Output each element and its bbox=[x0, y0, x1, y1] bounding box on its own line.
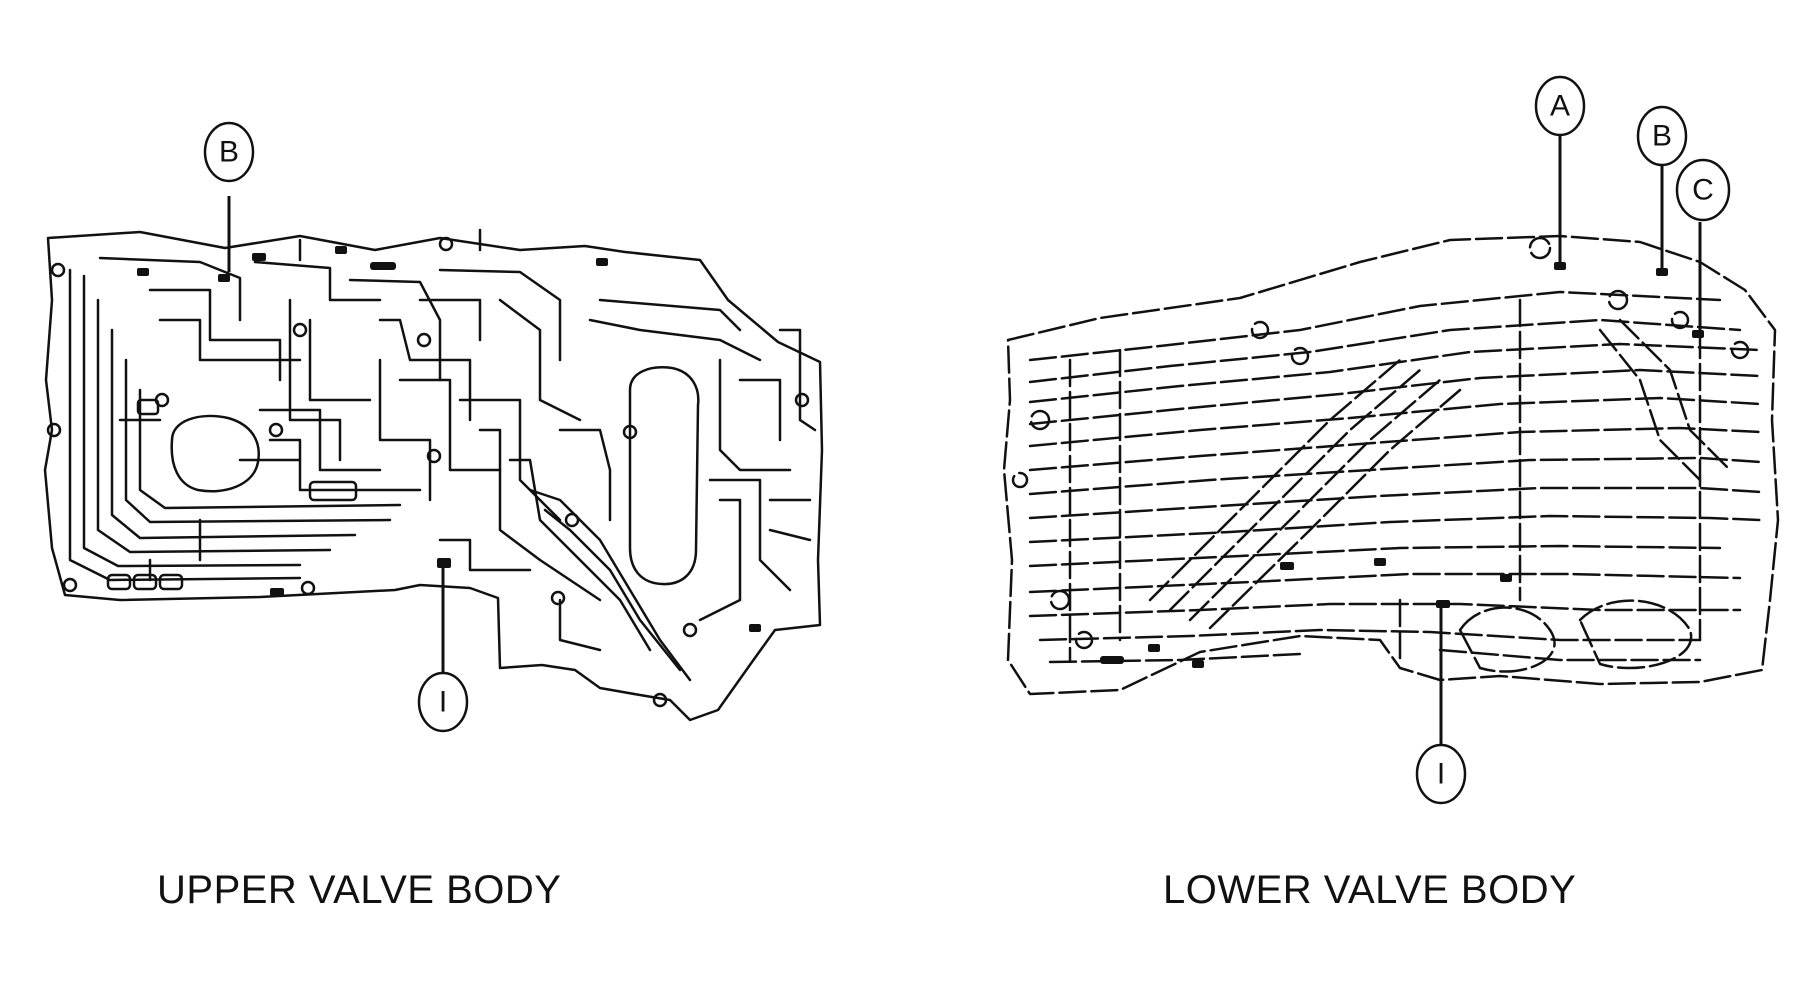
upper-callout-b-letter: B bbox=[219, 136, 239, 169]
lower-callout-c: C bbox=[1675, 158, 1731, 334]
upper-callout-b: B bbox=[203, 121, 255, 272]
upper-callout-i: I bbox=[417, 568, 469, 733]
lower-callout-a: A bbox=[1534, 75, 1586, 264]
upper-valve-body-plate bbox=[43, 228, 824, 722]
lower-callout-c-letter: C bbox=[1692, 174, 1714, 207]
lower-callout-i-letter: I bbox=[1437, 758, 1445, 791]
lower-ports bbox=[1100, 262, 1704, 668]
upper-callout-i-letter: I bbox=[439, 686, 447, 719]
lower-callout-b: B bbox=[1636, 105, 1688, 270]
upper-valve-body-label: UPPER VALVE BODY bbox=[157, 868, 562, 912]
lower-callout-i: I bbox=[1415, 602, 1467, 805]
lower-valve-body-label: LOWER VALVE BODY bbox=[1163, 868, 1577, 912]
lower-callout-b-letter: B bbox=[1652, 120, 1672, 153]
lower-callout-a-letter: A bbox=[1550, 90, 1570, 123]
upper-ports bbox=[137, 246, 761, 632]
lower-valve-body-plate bbox=[1002, 234, 1780, 696]
